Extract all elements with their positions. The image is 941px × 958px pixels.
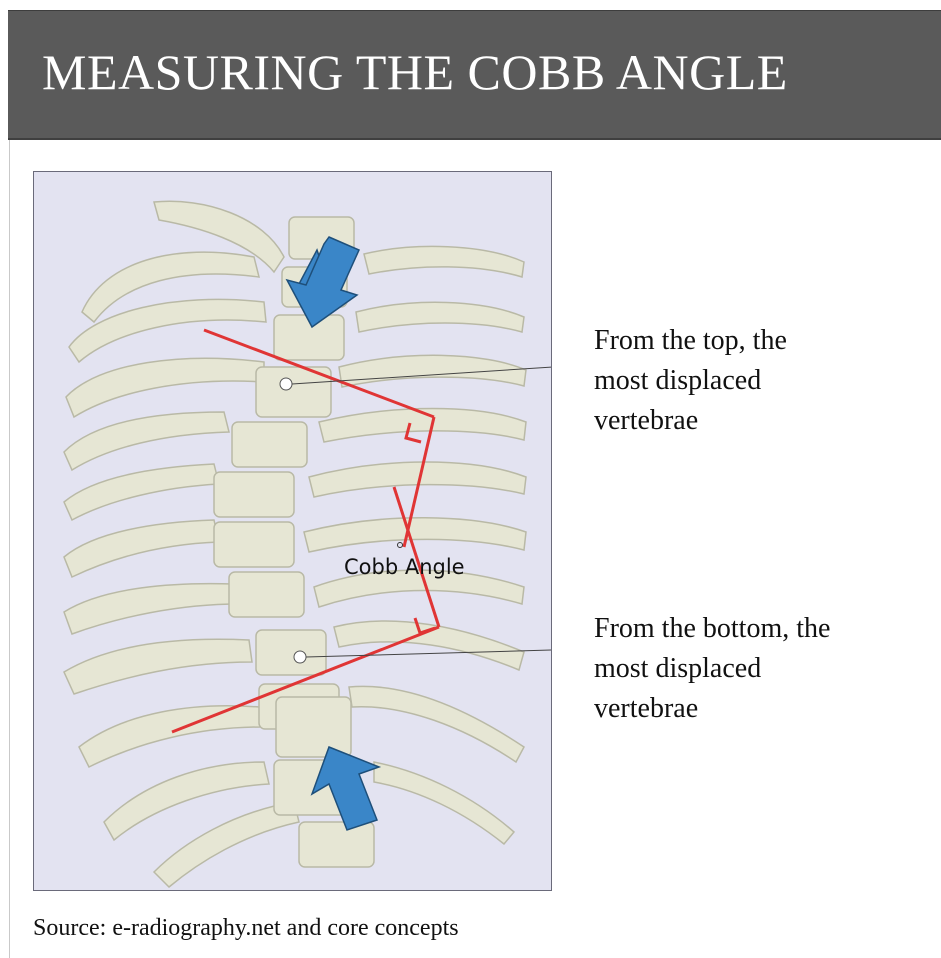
bottom-callout-line: most displaced: [594, 649, 830, 689]
top-callout: From the top, the most displaced vertebr…: [594, 321, 787, 441]
left-border: [9, 140, 10, 958]
spine-diagram: Cobb Angle: [34, 172, 552, 891]
source-caption: Source: e-radiography.net and core conce…: [33, 915, 459, 942]
cobb-angle-label: Cobb Angle: [344, 555, 465, 579]
bottom-callout: From the bottom, the most displaced vert…: [594, 609, 830, 729]
page-title: MEASURING THE COBB ANGLE: [42, 43, 788, 101]
bottom-callout-line: From the bottom, the: [594, 609, 830, 649]
title-banner: MEASURING THE COBB ANGLE: [8, 10, 941, 140]
bottom-vertebra-marker: [294, 651, 306, 663]
top-vertebra-marker: [280, 378, 292, 390]
top-callout-line: From the top, the: [594, 321, 787, 361]
bottom-callout-line: vertebrae: [594, 689, 830, 729]
top-callout-line: vertebrae: [594, 401, 787, 441]
spine-illustration: Cobb Angle: [33, 171, 552, 891]
angle-vertex-dot: [398, 543, 403, 548]
top-callout-line: most displaced: [594, 361, 787, 401]
